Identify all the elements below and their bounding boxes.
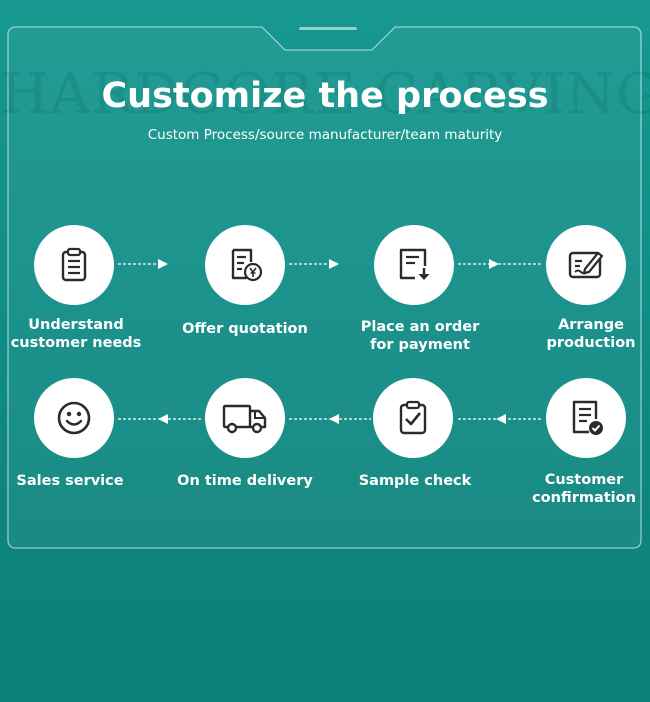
step-2-circle [205,225,285,305]
step-6-circle [373,378,453,458]
step-4-label: Arrange production [546,317,636,351]
tab-handle [299,27,357,30]
step-8-circle [34,378,114,458]
checklist-badge-icon [572,400,603,435]
step-3-label: Place an order for payment [360,319,480,353]
step-1-label: Understand customer needs [10,317,142,351]
step-5-label: Customer confirmation [532,472,636,506]
step-3-circle [374,225,454,305]
arrow-left-2 [289,414,371,424]
arrow-right-1 [118,259,168,269]
step-5-circle [546,378,626,458]
step-2-label: Offer quotation [182,321,308,337]
step-8-label: Sales service [16,473,124,489]
arrow-right-2 [289,259,339,269]
delivery-truck-icon [222,404,267,434]
document-yen-icon [231,248,263,282]
step-1-circle [34,225,114,305]
page-title: Customize the process [101,76,549,116]
smiley-face-icon [57,401,91,435]
page-subtitle: Custom Process/source manufacturer/team … [147,127,503,143]
step-6-label: Sample check [358,473,472,489]
arrow-left-3 [458,414,542,424]
pen-on-board-icon [568,251,604,279]
step-4-circle [546,225,626,305]
arrow-right-3 [458,259,542,269]
step-7-label: On time delivery [177,473,313,489]
document-download-icon [399,248,430,280]
clipboard-check-icon [399,400,427,435]
arrow-left-1 [118,414,202,424]
background-watermark: HARDCORE CARVING [0,62,650,127]
step-7-circle [205,378,285,458]
clipboard-list-icon [61,247,87,282]
